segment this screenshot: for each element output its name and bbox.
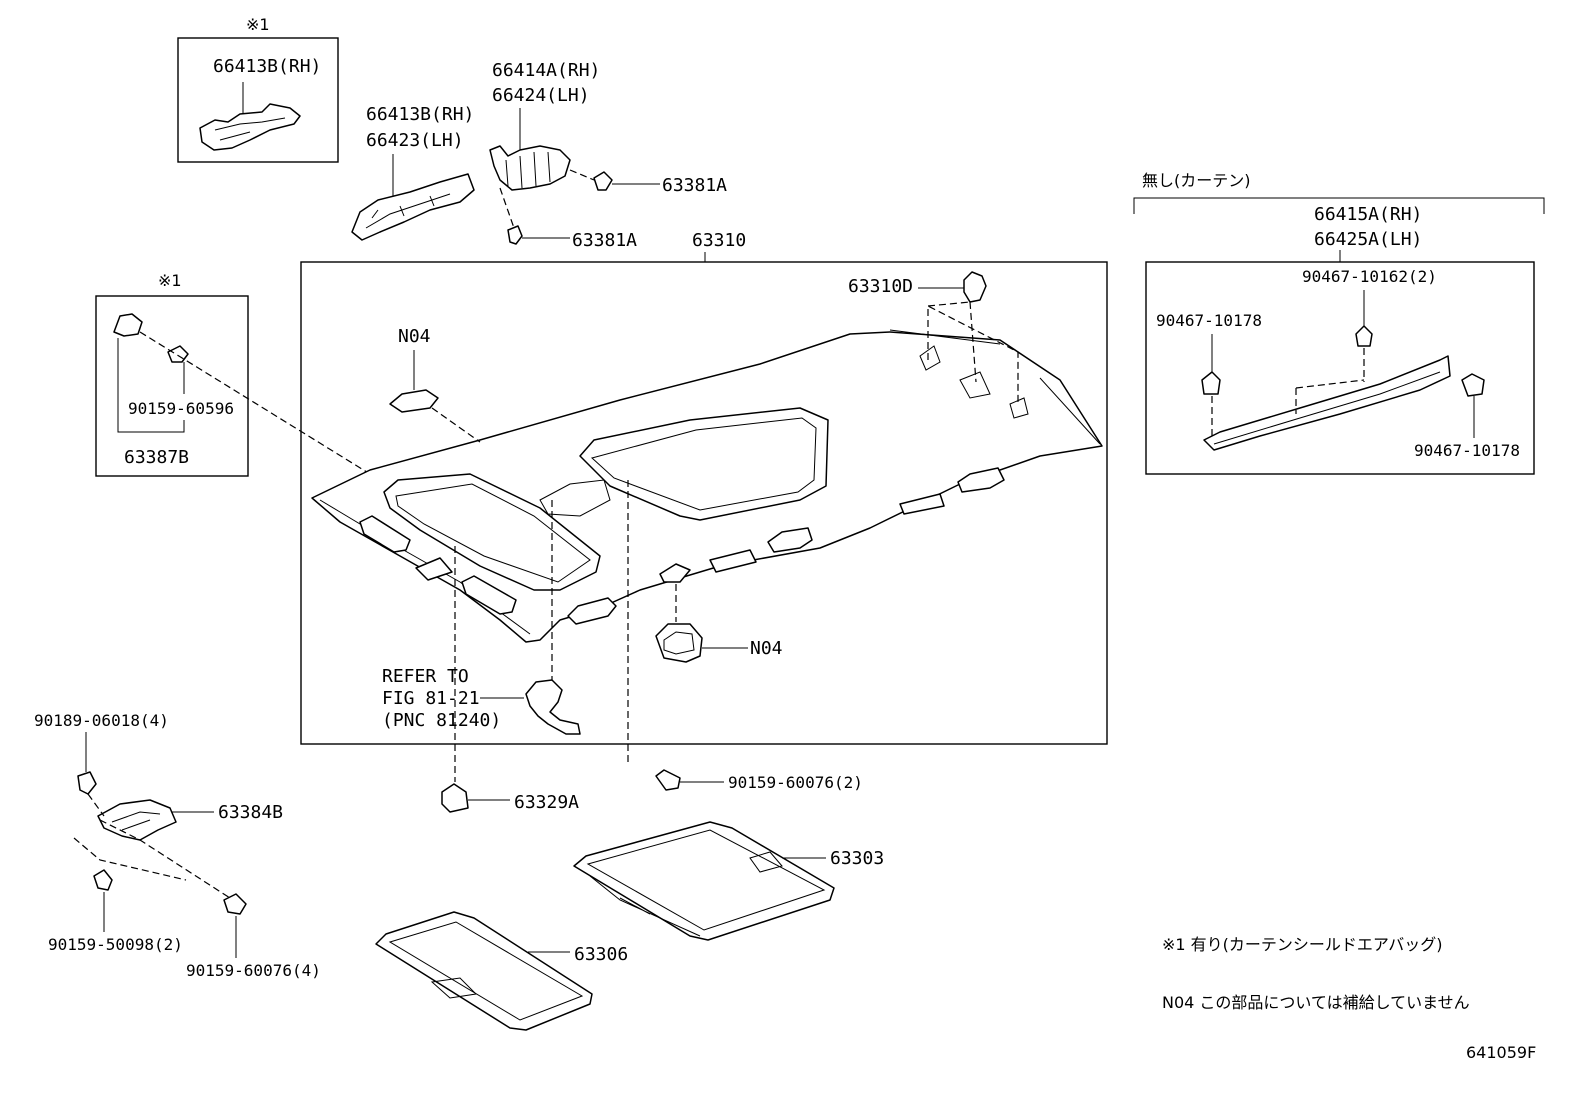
group-63329a: 63329A (441, 783, 579, 813)
clip-90467-10178-right (1461, 373, 1485, 397)
front-lamp-left (359, 515, 411, 553)
retainer-66414a-66424 (489, 145, 571, 191)
handle-63387b (113, 313, 143, 337)
label-66413b-rh-top: 66413B(RH) (213, 56, 321, 77)
front-roof-opening (383, 473, 601, 591)
box-63310 (300, 261, 1108, 745)
group-63303: 63303 (573, 821, 884, 941)
sunshade-63306 (375, 911, 593, 1031)
label-90467-10178-right: 90467-10178 (1414, 441, 1520, 460)
label-63381a-right: 63381A (662, 175, 727, 196)
mark-1-left: ※1 (158, 271, 182, 290)
dome-lamp-mount (659, 563, 691, 583)
group-66415a-66425a: 無し(カーテン) 66415A(RH) 66425A(LH) 90467-101… (1133, 171, 1545, 475)
group-66414a-66424: 66414A(RH) 66424(LH) 63381A 63381A (489, 60, 727, 251)
bracket-66413b-66423 (351, 173, 475, 241)
group-66413b-airbag: ※1 66413B(RH) (177, 15, 339, 163)
clip-90467-10162 (1355, 325, 1373, 347)
clip-63310d (963, 271, 987, 303)
label-66423-lh: 66423(LH) (366, 130, 464, 151)
label-n04-lower: N04 (750, 638, 783, 659)
grab-handle-4 (899, 493, 945, 515)
sunshade-63303 (573, 821, 835, 941)
clip-63381a-right (593, 171, 613, 191)
n04-note: N04 この部品については補給していません (1162, 993, 1470, 1012)
label-90159-60596: 90159-60596 (128, 399, 234, 418)
box-66415a (1145, 261, 1535, 475)
grab-handle-2 (709, 549, 757, 573)
group-headliner-63310: 63310 63310D N04 (300, 230, 1108, 745)
label-63329a: 63329A (514, 792, 579, 813)
refer-line-3: (PNC 81240) (382, 710, 501, 731)
label-90467-10178-left: 90467-10178 (1156, 311, 1262, 330)
label-63306: 63306 (574, 944, 628, 965)
front-lamp-right (461, 575, 517, 615)
group-66413b-66423: 66413B(RH) 66423(LH) (351, 104, 475, 241)
part-n04-lower (655, 623, 703, 663)
label-66415a-rh: 66415A(RH) (1314, 204, 1422, 225)
part-n04-top (389, 389, 439, 413)
curtain-header: 無し(カーテン) (1142, 171, 1251, 190)
box-66413b-airbag (177, 37, 339, 163)
label-63381a-lower: 63381A (572, 230, 637, 251)
figure-code: 641059F (1466, 1043, 1536, 1062)
clip-63381a-lower (507, 225, 523, 245)
label-63310: 63310 (692, 230, 746, 251)
box-63387b (95, 295, 249, 477)
grab-handle-3 (767, 527, 813, 553)
clip-63329a (441, 783, 469, 813)
rear-roof-opening (579, 407, 829, 521)
group-63384b: 90189-06018(4) 63384B 90159-50098(2) 901… (34, 711, 321, 980)
grab-handle-1 (567, 597, 617, 625)
refer-line-1: REFER TO (382, 666, 469, 687)
refer-line-2: FIG 81-21 (382, 688, 480, 709)
mark-1-top: ※1 (246, 15, 270, 34)
screw-90159-50098 (93, 869, 113, 891)
group-63387b: ※1 90159-60596 63387B (95, 271, 371, 477)
clip-90467-10178-left (1201, 371, 1221, 395)
screw-90159-60596 (167, 345, 189, 363)
label-63387b: 63387B (124, 447, 189, 468)
wire-harness-81240 (525, 679, 581, 735)
label-63384b: 63384B (218, 802, 283, 823)
label-66414a-rh: 66414A(RH) (492, 60, 600, 81)
label-66425a-lh: 66425A(LH) (1314, 229, 1422, 250)
label-66424-lh: 66424(LH) (492, 85, 590, 106)
rail-66415a (1203, 355, 1451, 451)
label-63310d: 63310D (848, 276, 913, 297)
screw-90159-60076-4 (223, 893, 247, 915)
bracket-63384b (97, 799, 177, 841)
label-90467-10162-2: 90467-10162(2) (1302, 267, 1437, 286)
group-90159-60076-2: 90159-60076(2) (655, 769, 863, 792)
label-90159-60076-2: 90159-60076(2) (728, 773, 863, 792)
bracket-66413b-airbag (199, 103, 301, 151)
label-n04-top: N04 (398, 326, 431, 347)
grab-handle-5 (957, 467, 1005, 493)
label-90159-50098-2: 90159-50098(2) (48, 935, 183, 954)
front-center-lamp (415, 557, 453, 581)
nut-90189-06018 (77, 771, 97, 795)
label-66413b-rh: 66413B(RH) (366, 104, 474, 125)
label-90189-06018-4: 90189-06018(4) (34, 711, 169, 730)
screw-90159-60076-2 (655, 769, 681, 791)
label-63303: 63303 (830, 848, 884, 869)
airbag-note: ※1 有り(カーテンシールドエアバッグ) (1162, 935, 1443, 954)
group-63306: 63306 (375, 911, 628, 1031)
label-90159-60076-4: 90159-60076(4) (186, 961, 321, 980)
